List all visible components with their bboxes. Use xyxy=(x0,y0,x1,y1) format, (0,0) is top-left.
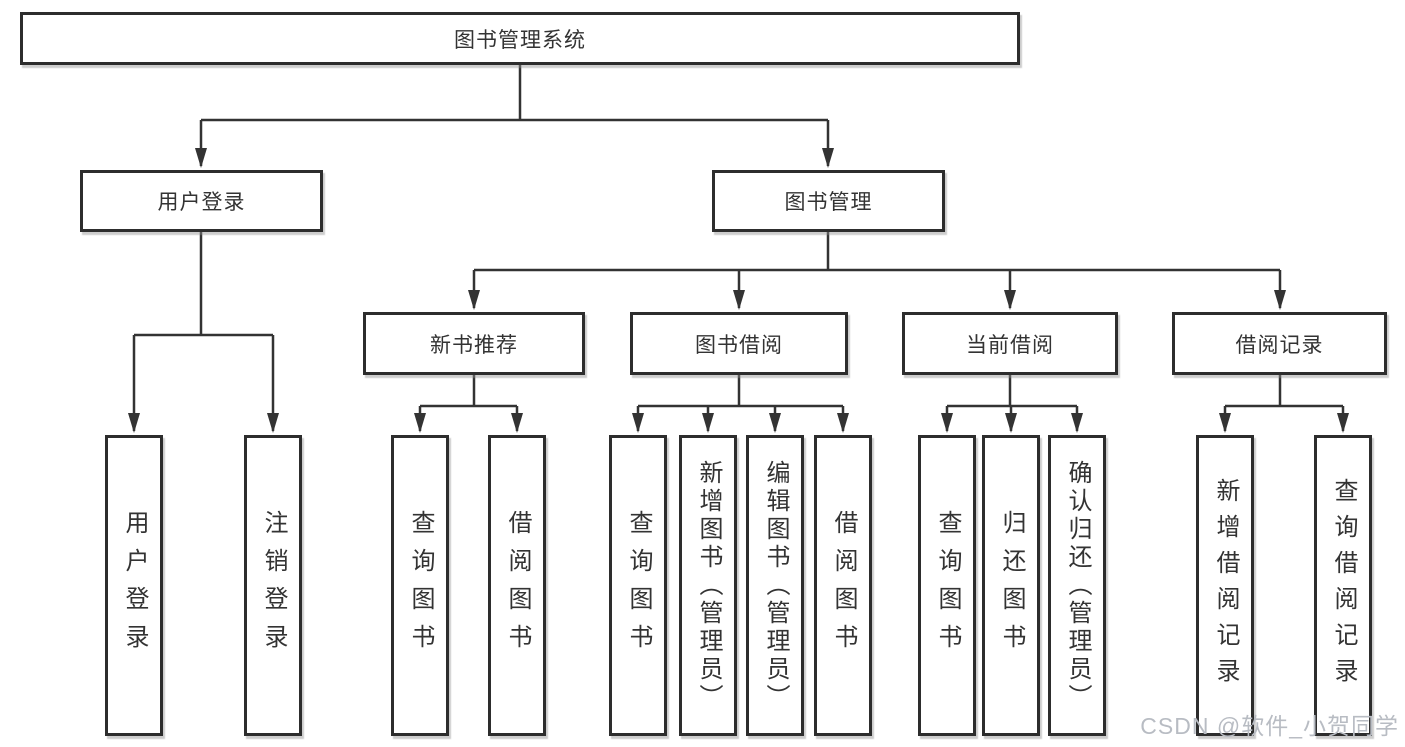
leaf-add-book-admin-label: 新增图书（管理员） xyxy=(695,459,722,712)
new-book-split-line xyxy=(420,375,517,408)
leaf-logout-label: 注销登录 xyxy=(260,509,287,662)
leaf-borrow-books-1: 借阅图书 xyxy=(488,435,546,736)
leaf-query-books-2: 查询图书 xyxy=(609,435,667,736)
leaf-borrow-books-2-label: 借阅图书 xyxy=(830,509,857,662)
root-node-book-management-system: 图书管理系统 xyxy=(20,12,1020,65)
leaf-query-books-1: 查询图书 xyxy=(391,435,449,736)
current-borrow-split-line xyxy=(947,375,1077,408)
user-login-split-line xyxy=(134,232,273,337)
node-current-borrowing: 当前借阅 xyxy=(902,312,1118,375)
leaf-query-books-1-label: 查询图书 xyxy=(407,509,434,662)
leaf-logout: 注销登录 xyxy=(244,435,302,736)
leaf-add-borrow-record: 新增借阅记录 xyxy=(1196,435,1254,736)
node-book-borrowing: 图书借阅 xyxy=(630,312,848,375)
root-split-line xyxy=(201,64,828,122)
node-user-login: 用户登录 xyxy=(80,170,323,232)
leaf-borrow-books-1-label: 借阅图书 xyxy=(504,509,531,662)
leaf-query-borrow-record-label: 查询借阅记录 xyxy=(1330,477,1357,694)
leaf-edit-book-admin-label: 编辑图书（管理员） xyxy=(762,459,789,712)
leaf-user-login-label: 用户登录 xyxy=(121,509,148,662)
node-borrowing-records: 借阅记录 xyxy=(1172,312,1387,375)
node-book-management: 图书管理 xyxy=(712,170,945,232)
book-borrow-split-line xyxy=(638,375,843,408)
leaf-confirm-return-admin: 确认归还（管理员） xyxy=(1048,435,1106,736)
leaf-edit-book-admin: 编辑图书（管理员） xyxy=(746,435,804,736)
leaf-add-borrow-record-label: 新增借阅记录 xyxy=(1212,477,1239,694)
leaf-return-books: 归还图书 xyxy=(982,435,1040,736)
leaf-borrow-books-2: 借阅图书 xyxy=(814,435,872,736)
borrow-record-split-line xyxy=(1225,375,1343,408)
leaf-return-books-label: 归还图书 xyxy=(998,509,1025,662)
leaf-query-borrow-record: 查询借阅记录 xyxy=(1314,435,1372,736)
node-new-book-recommend: 新书推荐 xyxy=(363,312,585,375)
book-mgmt-split-line xyxy=(474,232,1280,272)
leaf-add-book-admin: 新增图书（管理员） xyxy=(679,435,737,736)
leaf-query-books-3-label: 查询图书 xyxy=(934,509,961,662)
leaf-query-books-3: 查询图书 xyxy=(918,435,976,736)
leaf-user-login: 用户登录 xyxy=(105,435,163,736)
leaf-confirm-return-admin-label: 确认归还（管理员） xyxy=(1064,459,1091,712)
leaf-query-books-2-label: 查询图书 xyxy=(625,509,652,662)
